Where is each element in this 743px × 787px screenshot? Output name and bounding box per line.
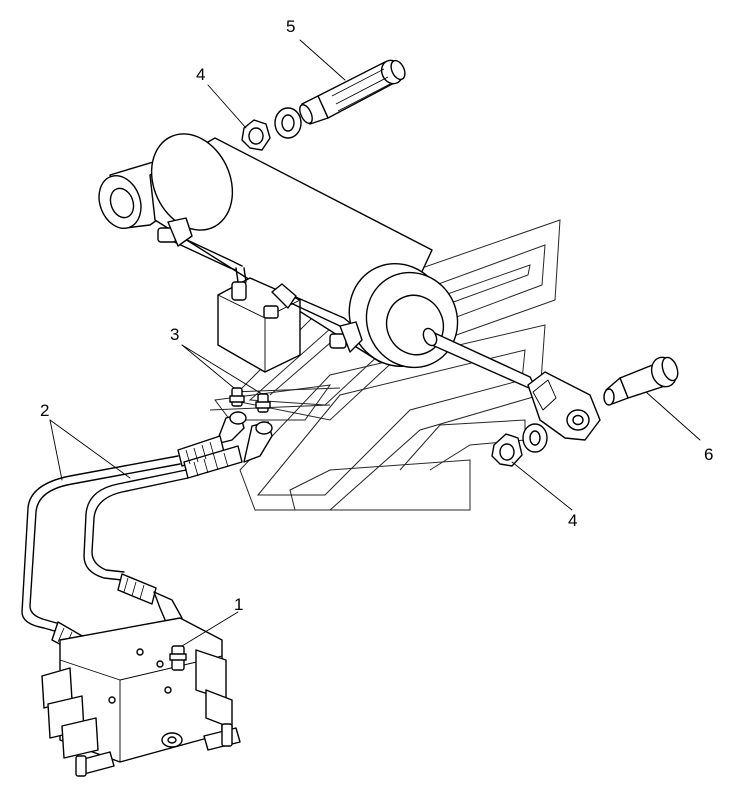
callout-labels: 1 2 3 4 4 5 6	[40, 17, 713, 614]
callout-1: 1	[234, 595, 243, 614]
callout-4-lower: 4	[568, 511, 577, 530]
control-valve	[41, 617, 241, 777]
callout-6: 6	[704, 445, 713, 464]
callout-5: 5	[286, 17, 295, 36]
nut-lower-4	[491, 433, 523, 467]
callout-3: 3	[170, 325, 179, 344]
callout-4-upper: 4	[196, 65, 205, 84]
hydraulic-cylinder	[98, 133, 601, 441]
callout-2: 2	[40, 401, 49, 420]
pin-5	[299, 59, 406, 125]
cylinder-valve-block	[157, 217, 363, 373]
leader-lines	[49, 39, 701, 647]
washer-upper	[274, 107, 302, 139]
washer-lower	[522, 423, 548, 453]
pin-6	[603, 356, 679, 406]
nut-upper-4	[241, 119, 271, 151]
adapters-3	[229, 387, 271, 413]
